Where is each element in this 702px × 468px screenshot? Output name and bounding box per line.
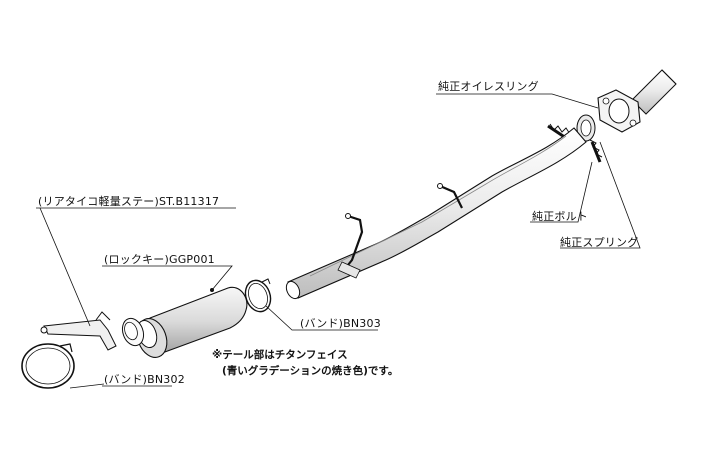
leader-bolt bbox=[530, 161, 593, 223]
hanger-middle bbox=[337, 213, 364, 279]
label-lock-key: (ロックキー)GGP001 bbox=[104, 253, 215, 266]
label-band-bn302: (バンド)BN302 bbox=[104, 373, 185, 386]
leader-band-bn303 bbox=[265, 305, 378, 331]
hanger-upper bbox=[437, 183, 463, 209]
leader-oil-ring bbox=[436, 93, 599, 109]
label-spring: 純正スプリング bbox=[560, 236, 639, 249]
leader-stay bbox=[39, 207, 91, 327]
leader-band-bn302 bbox=[69, 383, 105, 389]
center-pipe bbox=[285, 127, 587, 300]
band-bn302 bbox=[21, 343, 75, 389]
muffler bbox=[121, 286, 248, 358]
front-pipe-section bbox=[631, 69, 677, 115]
label-oil-ring: 純正オイレスリング bbox=[438, 80, 539, 93]
label-stay: (リアタイコ軽量ステー)ST.B11317 bbox=[38, 195, 220, 208]
leader-spring bbox=[560, 141, 641, 249]
flange-assembly bbox=[576, 89, 641, 142]
label-bolt: 純正ボルト bbox=[532, 210, 588, 223]
leader-lines bbox=[36, 93, 641, 389]
note-line-2: (青いグラデーションの焼き色)です。 bbox=[222, 365, 399, 377]
label-band-bn303: (バンド)BN303 bbox=[300, 317, 381, 330]
rear-stay bbox=[40, 311, 117, 351]
note-line-1: ※テール部はチタンフェイス bbox=[212, 349, 348, 361]
bolt-spring-right bbox=[589, 139, 603, 163]
leader-lock-key bbox=[102, 265, 233, 291]
